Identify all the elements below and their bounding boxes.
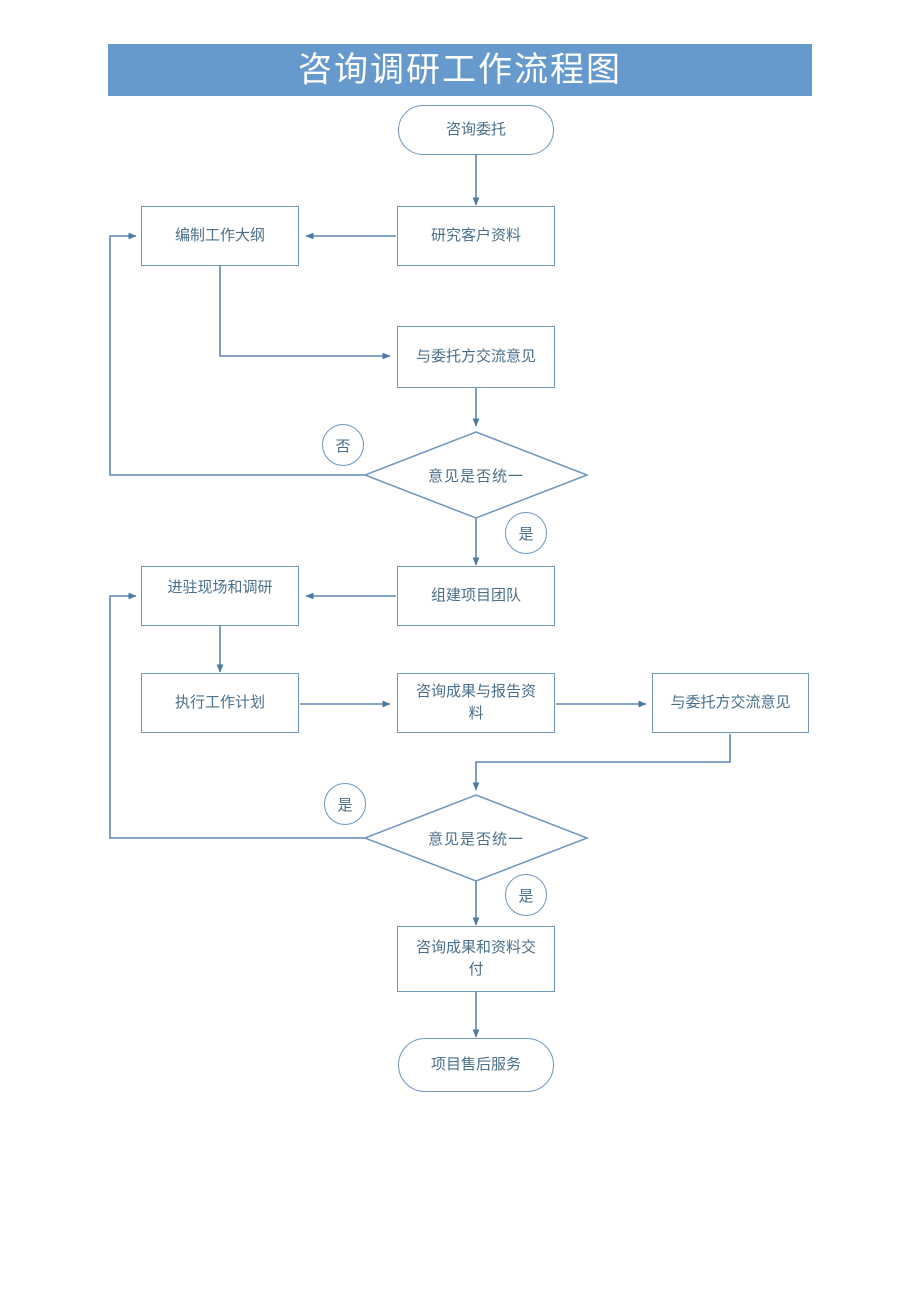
node-after-sales-service[interactable]: 项目售后服务 [398, 1038, 554, 1092]
edge-decision1-no-to-outline [109, 232, 365, 476]
edge-decision2-left-to-onsite [109, 592, 365, 839]
node-decision-consensus-1[interactable]: 意见是否统一 [365, 432, 587, 518]
edge-discuss2-to-decision2 [472, 734, 731, 791]
node-build-team-label: 组建项目团队 [430, 586, 521, 605]
edge-label-decision1-yes: 是 [505, 512, 547, 554]
node-results-and-report[interactable]: 咨询成果与报告资料 [397, 673, 555, 733]
node-decision-consensus-1-label: 意见是否统一 [427, 466, 524, 485]
node-discuss-with-client-2-label: 与委托方交流意见 [670, 693, 791, 712]
decision1-shape [362, 431, 590, 519]
node-decision-consensus-2-label: 意见是否统一 [427, 829, 524, 848]
node-start[interactable]: 咨询委托 [398, 105, 554, 155]
node-discuss-with-client-1-label: 与委托方交流意见 [415, 347, 536, 366]
page-title: 咨询调研工作流程图 [298, 50, 622, 90]
node-draft-outline-label: 编制工作大纲 [174, 226, 265, 245]
decision2-shape [362, 794, 590, 882]
node-onsite-research-label: 进驻现场和调研 [167, 578, 273, 596]
node-execute-plan-label: 执行工作计划 [174, 693, 265, 712]
node-deliver-results[interactable]: 咨询成果和资料交付 [397, 926, 555, 992]
node-after-sales-service-label: 项目售后服务 [430, 1055, 521, 1074]
node-study-client-data[interactable]: 研究客户资料 [397, 206, 555, 266]
node-execute-plan[interactable]: 执行工作计划 [141, 673, 299, 733]
edge-label-decision2-yes: 是 [505, 874, 547, 916]
node-onsite-research[interactable]: 进驻现场和调研 [141, 566, 299, 626]
edge-outline-to-discuss1 [219, 266, 391, 360]
node-results-and-report-label: 咨询成果与报告资料 [415, 682, 536, 722]
node-discuss-with-client-1[interactable]: 与委托方交流意见 [397, 326, 555, 388]
chart-title-banner: 咨询调研工作流程图 [108, 44, 812, 96]
node-study-client-data-label: 研究客户资料 [430, 226, 521, 245]
node-decision-consensus-2[interactable]: 意见是否统一 [365, 795, 587, 881]
node-deliver-results-label: 咨询成果和资料交付 [415, 938, 536, 978]
edge-label-decision1-no-text: 否 [335, 436, 351, 455]
node-build-team[interactable]: 组建项目团队 [397, 566, 555, 626]
edge-label-decision1-no: 否 [322, 424, 364, 466]
edge-label-decision1-yes-text: 是 [518, 524, 534, 543]
edge-label-decision2-yes-text: 是 [518, 886, 534, 905]
edge-label-decision2-left: 是 [324, 783, 366, 825]
node-start-label: 咨询委托 [445, 120, 506, 139]
edge-label-decision2-left-text: 是 [337, 795, 353, 814]
node-discuss-with-client-2[interactable]: 与委托方交流意见 [652, 673, 809, 733]
node-draft-outline[interactable]: 编制工作大纲 [141, 206, 299, 266]
